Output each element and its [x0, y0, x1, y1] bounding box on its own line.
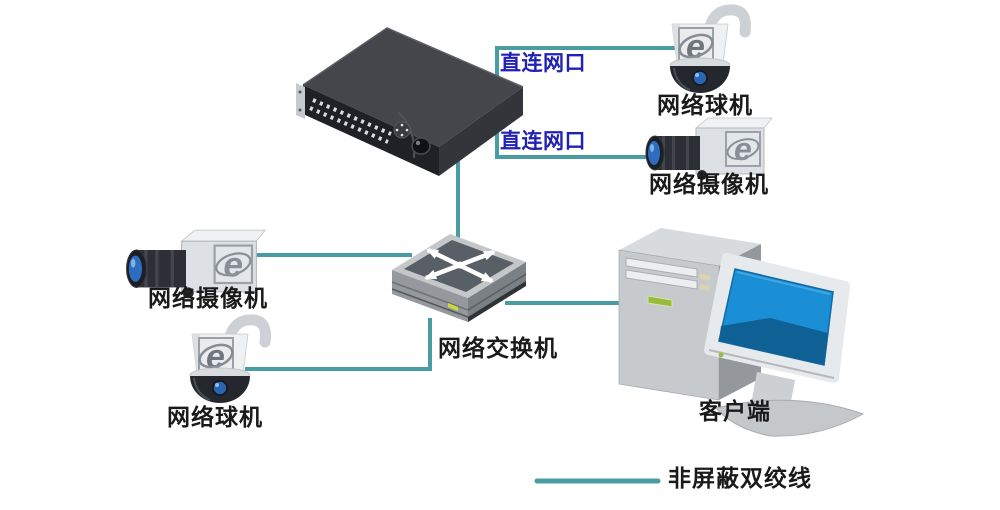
dvr-device: [296, 27, 524, 176]
label-dome-camera-right: 网络球机: [657, 92, 753, 118]
dvr-nav-pad: [393, 121, 411, 139]
label-dome-camera-left: 网络球机: [167, 404, 263, 430]
switch-arrows-icon: [424, 247, 496, 284]
network-switch-device: [391, 234, 527, 322]
monitor-power-led: [718, 352, 724, 358]
legend-label: 非屏蔽双绞线: [668, 465, 812, 491]
label-box-camera-left: 网络摄像机: [148, 285, 268, 311]
dome-camera-left: [190, 320, 266, 403]
dome-camera-right: [670, 10, 746, 93]
pc-power-led: [647, 295, 673, 308]
label-switch: 网络交换机: [438, 335, 558, 361]
pc-drive-bay: [625, 257, 698, 278]
connection-domecam-left-switch: [245, 318, 432, 371]
label-client: 客户端: [699, 398, 771, 424]
label-direct-port-top: 直连网口: [500, 52, 586, 75]
dvr-rack-ear: [296, 83, 305, 119]
switch-led: [448, 303, 458, 311]
monitor-stand-base: [715, 399, 865, 437]
label-direct-port-bottom: 直连网口: [500, 130, 586, 153]
pc-drive-bay: [625, 269, 698, 290]
client-pc-device: [618, 228, 865, 437]
dvr-jog-knob: [411, 137, 431, 155]
label-box-camera-right: 网络摄像机: [649, 171, 769, 197]
